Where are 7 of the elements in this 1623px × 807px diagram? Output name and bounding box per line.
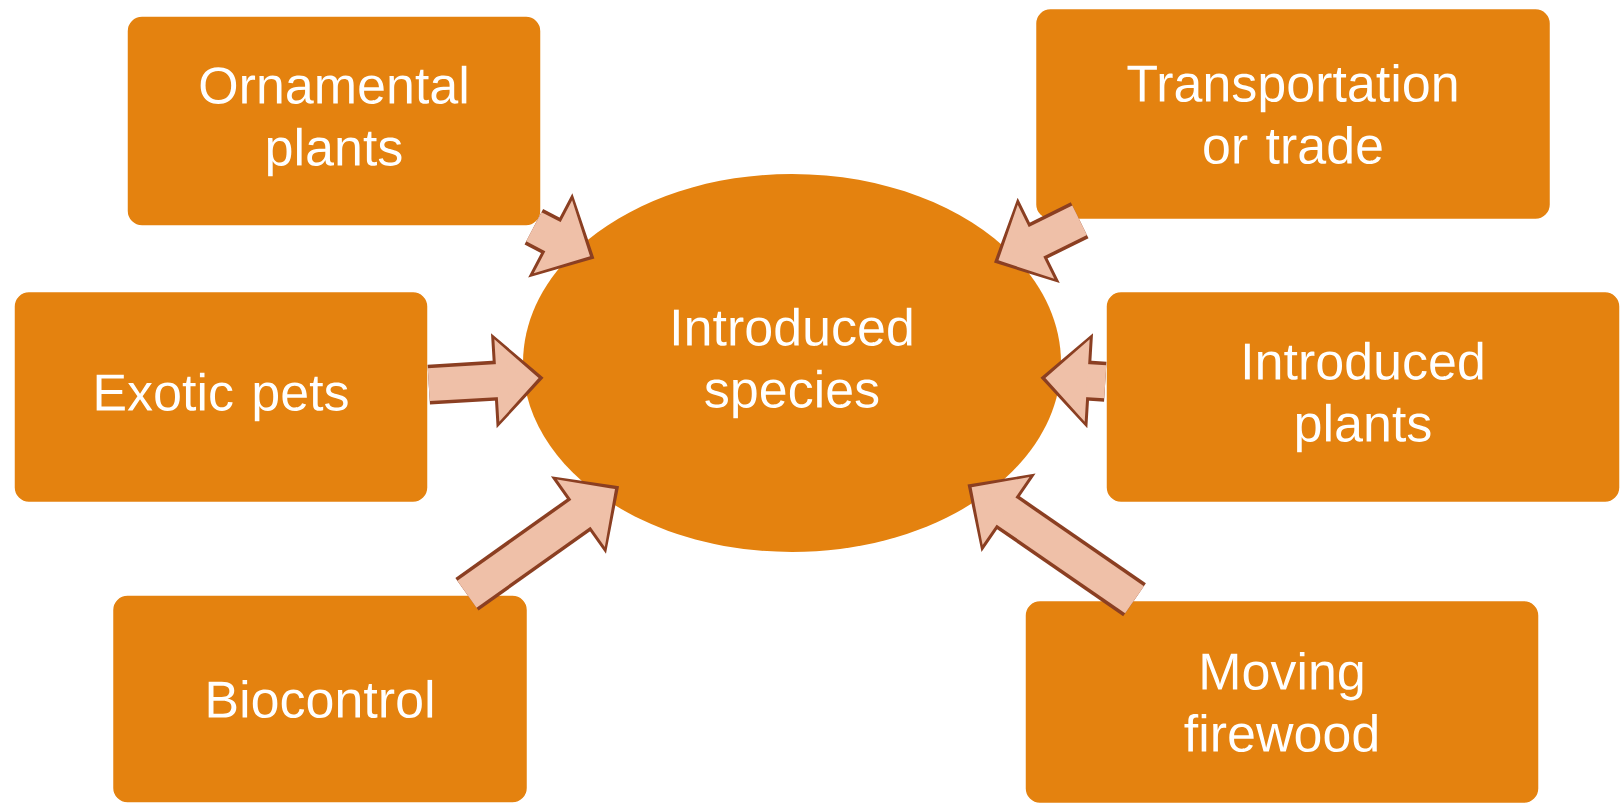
- rounded-box: Exotic pets: [13, 290, 429, 504]
- rounded-box: Moving firewood: [1024, 599, 1540, 805]
- rounded-box: Transportation or trade: [1034, 7, 1552, 221]
- rounded-box: Biocontrol: [111, 594, 529, 804]
- rounded-box: Ornamental plants: [126, 15, 542, 227]
- rounded-box: Introduced plants: [1105, 290, 1621, 504]
- oval: Introduced species: [523, 174, 1061, 552]
